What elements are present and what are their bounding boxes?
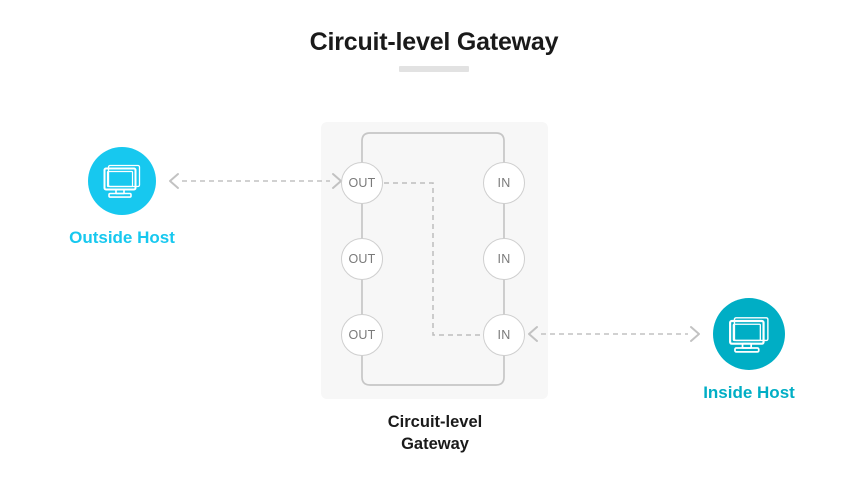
gateway-caption-line-1: Circuit-level — [387, 413, 483, 431]
gateway-caption: Circuit-level Gateway — [324, 411, 546, 455]
desktop-monitor-icon — [103, 164, 141, 198]
gateway-node-out-2[interactable]: OUT — [341, 238, 383, 280]
outside-host-node[interactable] — [88, 147, 156, 215]
gateway-node-out-3[interactable]: OUT — [341, 314, 383, 356]
gateway-node-in-3[interactable]: IN — [483, 314, 525, 356]
outside-host-label: Outside Host — [69, 228, 175, 247]
node-label: OUT — [348, 252, 376, 266]
right-connection-arrow — [528, 326, 700, 342]
gateway-node-in-1[interactable]: IN — [483, 162, 525, 204]
node-label: IN — [497, 176, 511, 190]
node-label: OUT — [348, 176, 376, 190]
desktop-monitor-icon — [729, 316, 769, 353]
inside-host-label: Inside Host — [703, 383, 795, 402]
inside-host-node[interactable] — [713, 298, 785, 370]
left-connection-arrow — [169, 173, 342, 189]
gateway-caption-line-2: Gateway — [401, 435, 469, 453]
page-title: Circuit-level Gateway — [309, 28, 559, 56]
gateway-node-out-1[interactable]: OUT — [341, 162, 383, 204]
gateway-node-in-2[interactable]: IN — [483, 238, 525, 280]
title-divider — [399, 66, 469, 72]
node-label: IN — [497, 252, 511, 266]
node-label: OUT — [348, 328, 376, 342]
node-label: IN — [497, 328, 511, 342]
